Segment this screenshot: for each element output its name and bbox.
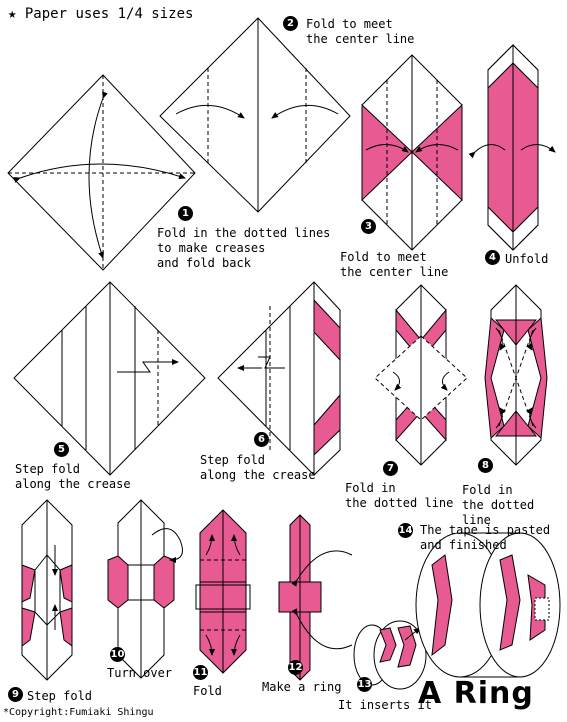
step9-figure — [21, 499, 73, 681]
step-number-11: 11 — [193, 665, 208, 680]
step-label-6: Step fold along the crease — [200, 453, 316, 482]
step-number-7: 7 — [383, 461, 398, 476]
step-label-9: Step fold — [27, 689, 93, 703]
step-number-3: 3 — [361, 219, 376, 234]
step2-figure — [159, 17, 351, 213]
step-label-3: Fold to meet the center line — [340, 250, 449, 279]
step-label-8: Fold in the dotted line — [462, 483, 535, 527]
step11-figure — [195, 509, 251, 674]
step13-figure — [353, 620, 427, 690]
step-number-12: 12 — [288, 660, 303, 675]
step8-figure — [484, 284, 548, 466]
step10-figure — [107, 499, 183, 679]
step-label-13: It inserts it — [338, 698, 432, 712]
step-number-6: 6 — [254, 432, 269, 447]
page-title: A Ring — [418, 676, 534, 711]
step-label-7: Fold in the dotted line — [345, 481, 454, 510]
step14-figure — [415, 532, 561, 678]
step-number-1: 1 — [178, 206, 193, 221]
step-number-9: 9 — [8, 687, 23, 702]
step1-figure — [7, 74, 196, 271]
step6-figure — [217, 281, 341, 476]
step-number-14: 14 — [398, 523, 413, 538]
step3-figure — [361, 54, 463, 251]
step-label-4: Unfold — [505, 252, 549, 266]
step-number-2: 2 — [283, 16, 298, 31]
step-label-5: Step fold along the crease — [15, 462, 131, 491]
step-label-12: Make a ring — [262, 680, 342, 694]
copyright: *Copyright:Fumiaki Shingu — [3, 707, 154, 718]
step-label-14: The tape is pasted and finished — [420, 523, 551, 552]
step5-figure — [13, 281, 206, 476]
step-number-4: 4 — [485, 250, 500, 265]
step-number-13: 13 — [357, 677, 372, 692]
step-label-10: Turn over — [107, 666, 173, 680]
header-text: Paper uses 1/4 sizes — [24, 6, 194, 22]
step-label-2: Fold to meet the center line — [306, 17, 415, 46]
step-number-8: 8 — [478, 458, 493, 473]
step-number-5: 5 — [54, 442, 69, 457]
star-icon: ★ — [8, 6, 17, 22]
step12-figure — [278, 514, 353, 681]
header-note: ★ Paper uses 1/4 sizes — [8, 6, 193, 22]
step4-figure — [468, 44, 556, 251]
step-label-1: Fold in the dotted lines to make creases… — [157, 226, 331, 270]
step-number-10: 10 — [110, 647, 125, 662]
step7-figure — [374, 284, 468, 466]
step-label-11: Fold — [193, 684, 222, 698]
